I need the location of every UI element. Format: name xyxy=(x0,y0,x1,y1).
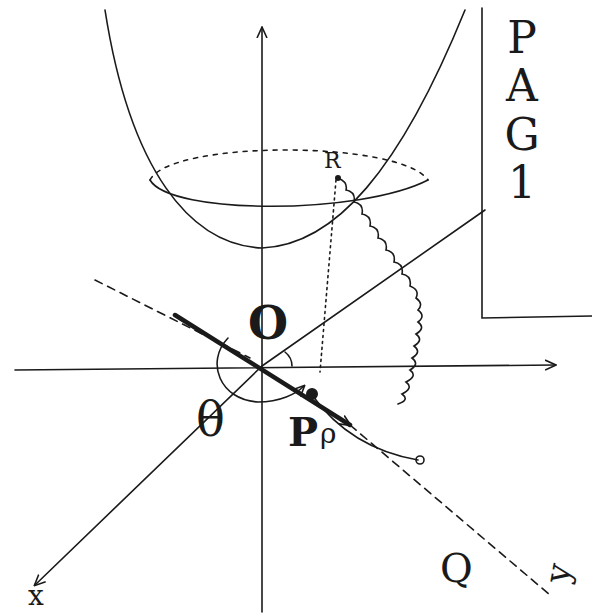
point-q xyxy=(416,456,424,464)
origin-label: O xyxy=(248,300,288,346)
axis-label: x xyxy=(28,582,44,610)
point-label: P xyxy=(288,412,318,452)
page-tag-text: PAG 1 xyxy=(500,14,544,208)
angle-label: θ xyxy=(196,395,225,443)
point-p xyxy=(306,388,318,400)
page-tag: PAG 1 xyxy=(500,14,544,208)
axis-label: y xyxy=(539,561,576,586)
point-label: R xyxy=(324,150,341,172)
point-label: Q xyxy=(440,548,473,588)
radius-label: ρ xyxy=(320,420,336,448)
point-r xyxy=(335,175,341,181)
